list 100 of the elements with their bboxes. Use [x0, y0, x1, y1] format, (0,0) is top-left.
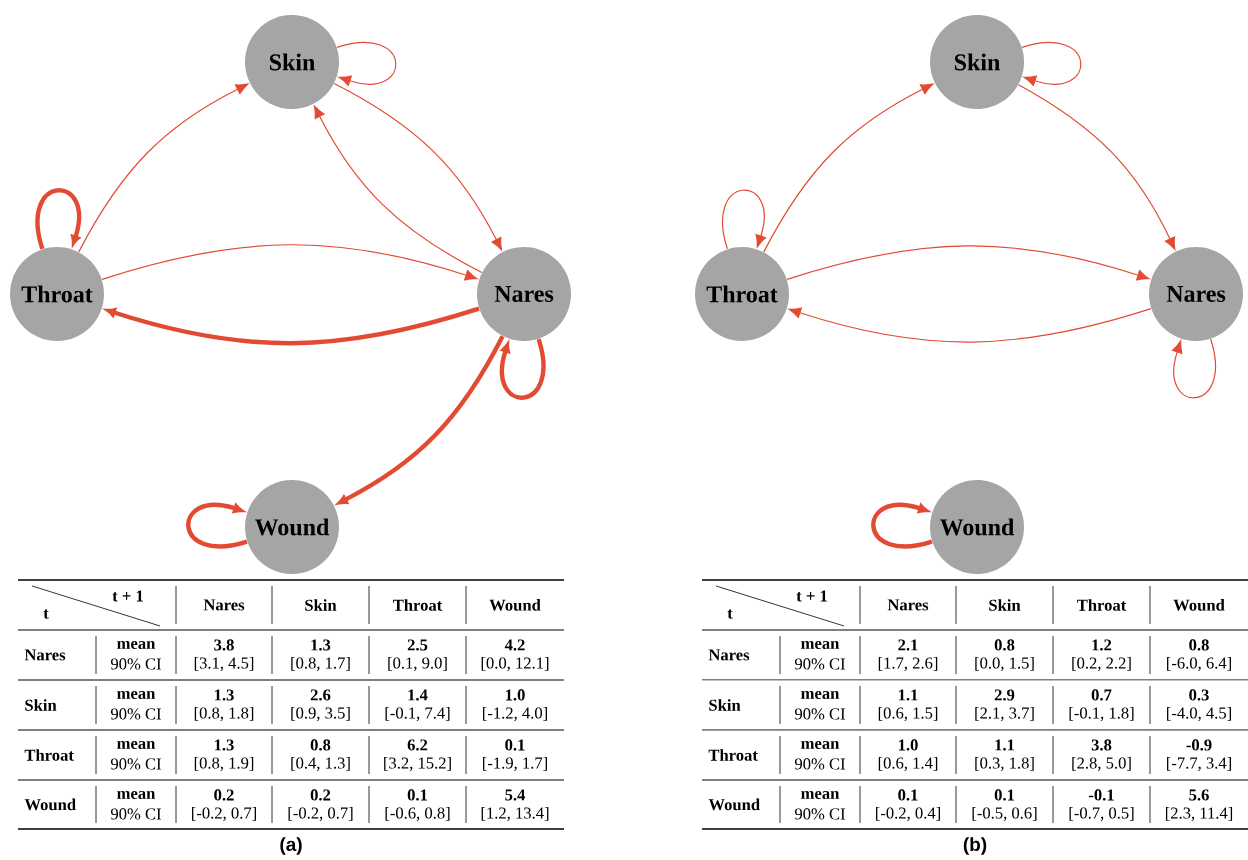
interval-value: [2.3, 11.4] [1165, 806, 1233, 821]
loop-arrow [500, 338, 546, 400]
interval-value: [0.6, 1.5] [878, 706, 938, 721]
interval-value: [2.1, 3.7] [975, 706, 1034, 721]
interval-value: [1.2, 13.4] [481, 806, 549, 821]
loop-arrow [35, 188, 81, 250]
statistic-label: 90% CI [794, 708, 845, 720]
loop-arrow [722, 189, 767, 250]
interval-value: [-0.2, 0.4] [876, 806, 940, 821]
statistic-label: mean [801, 741, 840, 749]
arrow [788, 307, 1152, 343]
statistic-label: mean [117, 641, 156, 649]
mean-value: 0.1 [994, 789, 1014, 801]
mean-value: 0.8 [310, 739, 331, 751]
interval-value: [-0.2, 0.7] [288, 806, 353, 821]
mean-value: 1.1 [898, 689, 918, 701]
mean-value: 0.7 [1091, 689, 1112, 701]
mean-value: 1.3 [214, 739, 234, 751]
statistic-label: mean [801, 791, 840, 799]
interval-value: [-0.1, 1.8] [1069, 706, 1134, 721]
mean-value: 2.6 [310, 689, 331, 701]
mean-value: 1.0 [505, 689, 525, 701]
arrow [78, 83, 249, 253]
mean-value: 3.8 [214, 639, 234, 651]
interval-value: [-1.9, 1.7] [483, 756, 547, 771]
statistic-label: mean [117, 741, 156, 749]
interval-value: [-0.1, 7.4] [385, 706, 450, 721]
statistic-label: 90% CI [110, 758, 161, 770]
statistic-label: 90% CI [110, 658, 161, 670]
arrow [101, 244, 478, 281]
mean-value: 0.1 [505, 739, 525, 751]
mean-value: 0.8 [1189, 639, 1209, 651]
row-header: Throat [708, 749, 758, 761]
arrow [333, 82, 503, 251]
loop-arrow [1021, 42, 1082, 86]
mean-value: 4.2 [504, 639, 525, 651]
interval-value: [0.6, 1.4] [878, 756, 938, 771]
mean-value: 0.3 [1189, 689, 1209, 701]
interval-value: [0.8, 1.7] [291, 656, 350, 671]
interval-value: [3.2, 15.2] [384, 756, 451, 771]
statistic-label: 90% CI [110, 708, 161, 720]
interval-value: [-4.0, 4.5] [1167, 706, 1231, 721]
mean-value: 6.2 [407, 739, 428, 751]
interval-value: [-0.5, 0.6] [972, 806, 1037, 821]
row-header: Wound [708, 798, 760, 811]
interval-value: [-0.6, 0.8] [385, 806, 450, 821]
interval-value: [0.0, 1.5] [975, 656, 1034, 671]
interval-value: [1.7, 2.6] [878, 656, 938, 671]
loop-arrow [336, 42, 397, 86]
interval-value: [0.8, 1.8] [194, 706, 254, 721]
interval-value: [-1.2, 4.0] [483, 706, 547, 721]
statistic-label: 90% CI [110, 808, 161, 820]
axis-label: t [43, 609, 49, 619]
column-header: Throat [393, 599, 443, 611]
arrow [105, 306, 480, 346]
axis-label: t + 1 [112, 590, 143, 602]
statistic-label: 90% CI [794, 758, 845, 770]
loop-arrow [1172, 338, 1216, 399]
axis-label: t [727, 609, 733, 619]
column-header: Skin [305, 599, 337, 611]
arrow [313, 105, 483, 274]
mean-value: 2.9 [994, 689, 1015, 701]
loop-arrow [871, 503, 933, 549]
mean-value: 0.2 [310, 789, 331, 801]
interval-value: [-7.7, 3.4] [1167, 756, 1231, 771]
row-header: Nares [708, 649, 750, 661]
row-header: Skin [709, 699, 741, 711]
statistic-label: mean [117, 791, 156, 799]
interval-value: [0.0, 12.1] [481, 656, 549, 671]
arrow [786, 245, 1150, 281]
axis-label: t + 1 [796, 590, 827, 602]
statistic-label: mean [801, 691, 840, 699]
mean-value: 2.5 [407, 639, 428, 651]
row-header: Wound [24, 798, 76, 811]
row-header: Throat [24, 749, 74, 761]
mean-value: 0.1 [898, 789, 918, 801]
panel-caption: (b) [963, 837, 987, 855]
interval-value: [0.9, 3.5] [291, 706, 350, 721]
interval-value: [2.8, 5.0] [1072, 756, 1131, 771]
interval-value: [-6.0, 6.4] [1167, 656, 1231, 671]
row-header: Skin [25, 699, 57, 711]
statistic-label: mean [117, 691, 156, 699]
mean-value: 1.1 [995, 739, 1014, 751]
mean-value: 5.4 [505, 789, 526, 801]
mean-value: -0.1 [1088, 789, 1114, 801]
mean-value: -0.9 [1186, 739, 1212, 751]
column-header: Nares [203, 599, 245, 611]
interval-value: [0.8, 1.9] [194, 756, 254, 771]
arrow [1018, 84, 1176, 250]
mean-value: 1.2 [1092, 639, 1112, 651]
mean-value: 3.8 [1091, 739, 1112, 751]
interval-value: [-0.2, 0.7] [192, 806, 256, 821]
mean-value: 1.3 [214, 689, 234, 701]
mean-value: 5.6 [1189, 789, 1209, 801]
arrow [337, 335, 505, 505]
interval-value: [0.1, 9.0] [388, 656, 447, 671]
column-header: Throat [1077, 599, 1127, 611]
mean-value: 0.8 [994, 639, 1015, 651]
column-header: Nares [887, 599, 929, 611]
mean-value: 0.1 [407, 789, 427, 801]
